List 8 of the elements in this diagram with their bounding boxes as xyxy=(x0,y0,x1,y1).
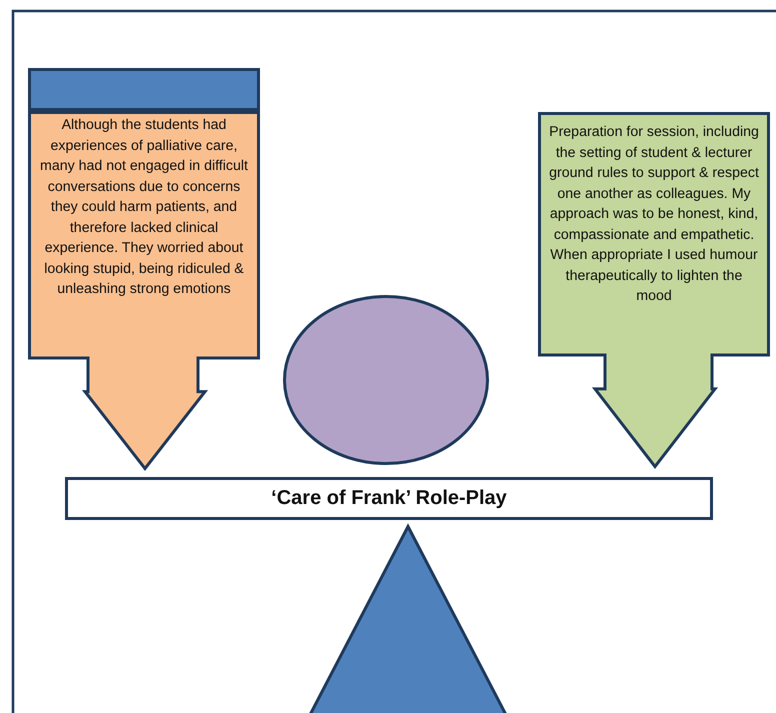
beam-bar xyxy=(65,477,713,520)
circle-shape xyxy=(283,295,489,465)
callout-arrow xyxy=(538,112,770,468)
callout-text: Preparation for session, including the setting of student & lecturer ground rules to support & respect one another as colleagues. My approach was to be honest, kind, compassionate and empathetic. When appropriate I used humour therapeutically to lighten the mood xyxy=(548,123,760,306)
beam-label: ‘Care of Frank’ Role-Play xyxy=(270,486,508,511)
callout-text: Although the students had experiences of palliative care, many had not engaged in difficult conversations due to concerns they could harm patients, and therefore lacked clinical experience. They worried about looking stupid, being ridiculed & unleashing strong emotions xyxy=(40,116,248,299)
header-bar xyxy=(28,68,260,111)
callout-arrow xyxy=(28,111,260,470)
